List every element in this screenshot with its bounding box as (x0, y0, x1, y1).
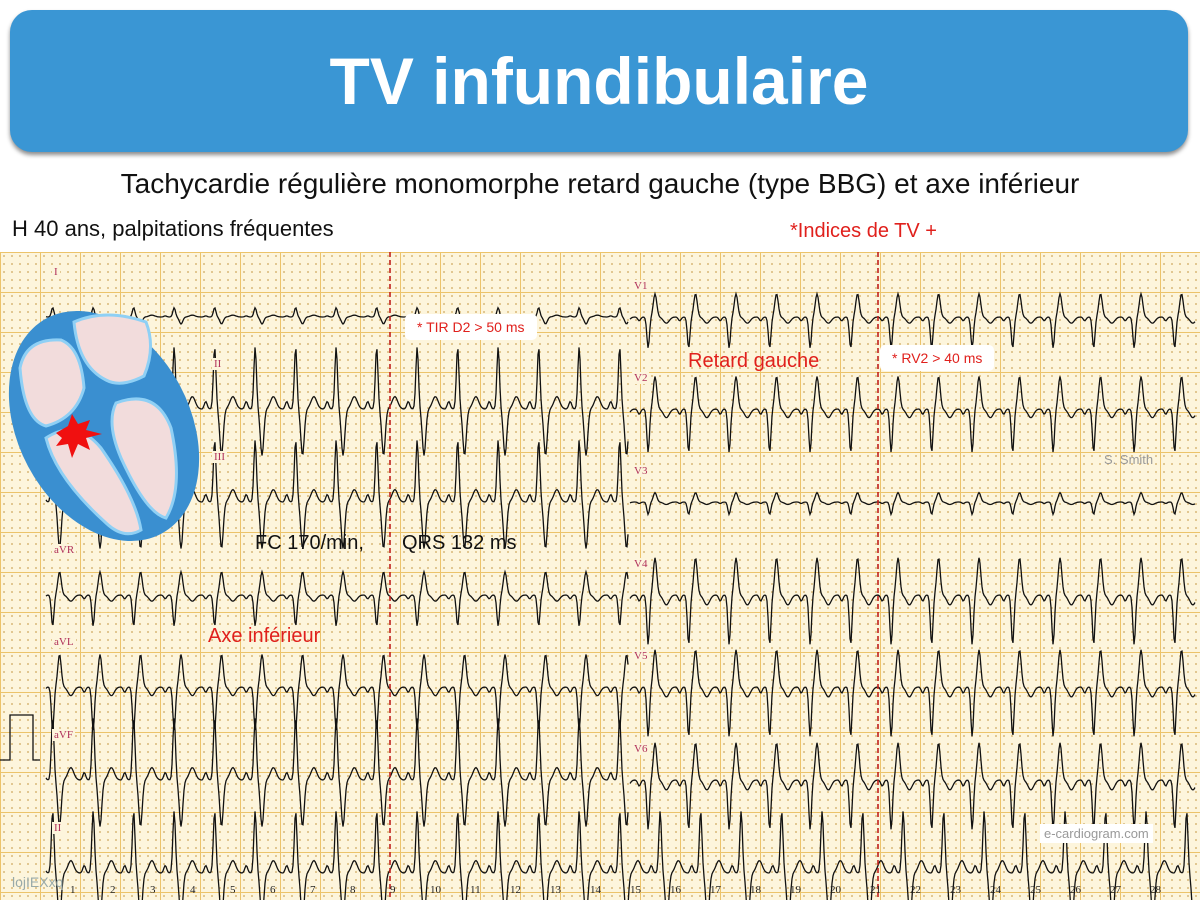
lead-label-iii: III (212, 451, 227, 463)
time-mark: 2 (110, 884, 116, 896)
time-mark: 18 (750, 884, 761, 896)
vt-indices-label: *Indices de TV + (790, 220, 937, 242)
site-credit: e-cardiogram.com (1040, 824, 1153, 843)
lead-trace-ii (45, 811, 1193, 900)
lead-label-ii: II (52, 822, 64, 834)
title-banner: TV infundibulaire (10, 10, 1188, 152)
time-mark: 17 (710, 884, 721, 896)
time-mark: 23 (950, 884, 961, 896)
time-mark: 19 (790, 884, 801, 896)
time-mark: 22 (910, 884, 921, 896)
time-mark: 8 (350, 884, 356, 896)
heart-diagram (8, 310, 200, 542)
time-mark: 20 (830, 884, 841, 896)
lead-trace-avr (45, 569, 629, 626)
slide-title: TV infundibulaire (329, 44, 869, 118)
time-mark: 11 (470, 884, 481, 896)
lead-label-v5: V5 (632, 650, 650, 662)
vt-origin-star-icon (56, 414, 102, 458)
lead-label-v2: V2 (632, 372, 650, 384)
qrs-duration-label: QRS 132 ms (402, 532, 517, 554)
patient-info: H 40 ans, palpitations fréquentes (12, 216, 334, 241)
time-mark: 9 (390, 884, 396, 896)
lead-trace-v5 (629, 649, 1196, 737)
lead-label-v3: V3 (632, 465, 650, 477)
time-mark: 12 (510, 884, 521, 896)
author-credit: S. Smith (1104, 452, 1154, 467)
heart-rate-label: FC 170/min, (255, 532, 364, 554)
ecg-waveforms (0, 252, 1196, 900)
time-mark: 5 (230, 884, 236, 896)
lead-label-avr: aVR (52, 544, 77, 556)
lead-label-ii: II (212, 358, 224, 370)
lead-label-avl: aVL (52, 636, 76, 648)
image-id: lojIEXxq (12, 874, 64, 890)
lead-label-i: I (52, 266, 60, 278)
lead-trace-v2 (629, 376, 1196, 453)
time-mark: 15 (630, 884, 641, 896)
time-mark: 6 (270, 884, 276, 896)
time-mark: 16 (670, 884, 681, 896)
lead-trace-v1 (629, 291, 1196, 348)
time-mark: 4 (190, 884, 196, 896)
time-mark: 24 (990, 884, 1001, 896)
time-mark: 7 (310, 884, 316, 896)
time-mark: 14 (590, 884, 601, 896)
time-mark: 21 (870, 884, 881, 896)
time-mark: 1 (70, 884, 76, 896)
lead-label-v1: V1 (632, 280, 650, 292)
time-mark: 13 (550, 884, 561, 896)
time-mark: 10 (430, 884, 441, 896)
lead-trace-avl (45, 654, 629, 731)
axe-inferieur-label: Axe inférieur (208, 625, 321, 647)
tir-note: * TIR D2 > 50 ms (405, 314, 537, 340)
time-mark: 28 (1150, 884, 1161, 896)
calibration-pulse (0, 714, 40, 761)
lead-trace-avf (45, 718, 629, 827)
rv2-note: * RV2 > 40 ms (880, 345, 995, 371)
lead-trace-v4 (629, 557, 1196, 645)
lead-trace-v6 (629, 742, 1196, 830)
retard-gauche-label: Retard gauche (688, 350, 820, 372)
time-mark: 3 (150, 884, 156, 896)
lead-label-v4: V4 (632, 558, 650, 570)
time-mark: 26 (1070, 884, 1081, 896)
time-mark: 25 (1030, 884, 1041, 896)
lead-label-avf: aVF (52, 729, 75, 741)
lead-trace-v3 (629, 491, 1196, 517)
time-mark: 27 (1110, 884, 1121, 896)
lead-label-v6: V6 (632, 743, 650, 755)
subtitle: Tachycardie régulière monomorphe retard … (120, 168, 1080, 199)
